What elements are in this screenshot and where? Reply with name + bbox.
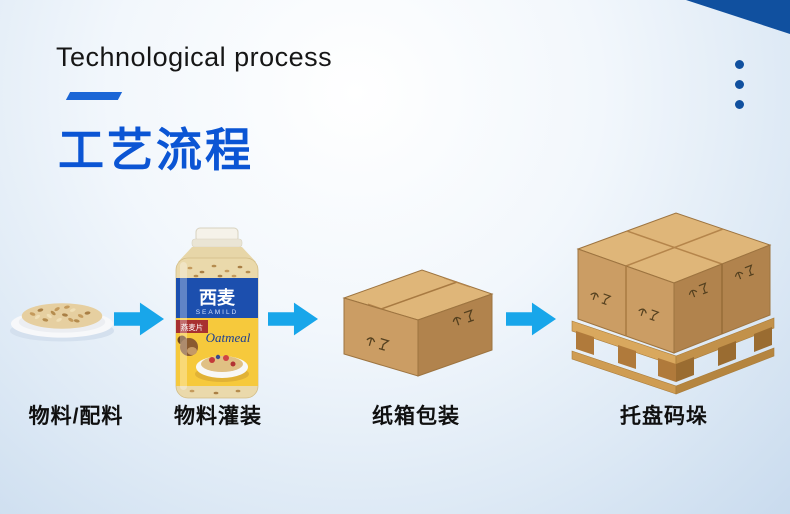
- pallet-stack-icon: [571, 212, 775, 395]
- carton-box-icon: [342, 269, 494, 377]
- corner-triangle-decoration: [686, 0, 790, 34]
- step-oatmeal-plate: [8, 286, 116, 344]
- step-carton-box: [328, 262, 506, 378]
- jar-brand-zh: 西麦: [199, 287, 236, 308]
- title-underline: [65, 92, 123, 100]
- step-oatmeal-jar: 西麦 SEAMILD 燕麦片 Oatmeal: [170, 226, 264, 400]
- flow-arrow-icon: [506, 299, 556, 339]
- oatmeal-jar-icon: 西麦 SEAMILD 燕麦片 Oatmeal: [175, 227, 259, 399]
- step-label-materials: 物料/配料: [28, 405, 124, 428]
- dot: [735, 80, 744, 89]
- dot: [735, 60, 744, 69]
- step-label-carton-packing: 纸箱包装: [372, 405, 460, 428]
- dots-decoration: [735, 60, 744, 109]
- jar-brand-en: SEAMILD: [196, 309, 239, 316]
- page-title-en: Technological process: [56, 42, 333, 72]
- dot: [735, 100, 744, 109]
- oatmeal-plate-icon: [9, 303, 115, 342]
- page-title-zh: 工艺流程: [58, 124, 254, 176]
- step-pallet-stack: [566, 203, 784, 395]
- step-label-filling: 物料灌装: [174, 405, 262, 428]
- jar-product-name: 燕麦片: [181, 322, 204, 332]
- step-label-palletizing: 托盘码垛: [620, 405, 708, 428]
- flow-arrow-icon: [268, 299, 318, 339]
- jar-script-text: Oatmeal: [206, 330, 251, 345]
- flow-arrow-icon: [114, 299, 164, 339]
